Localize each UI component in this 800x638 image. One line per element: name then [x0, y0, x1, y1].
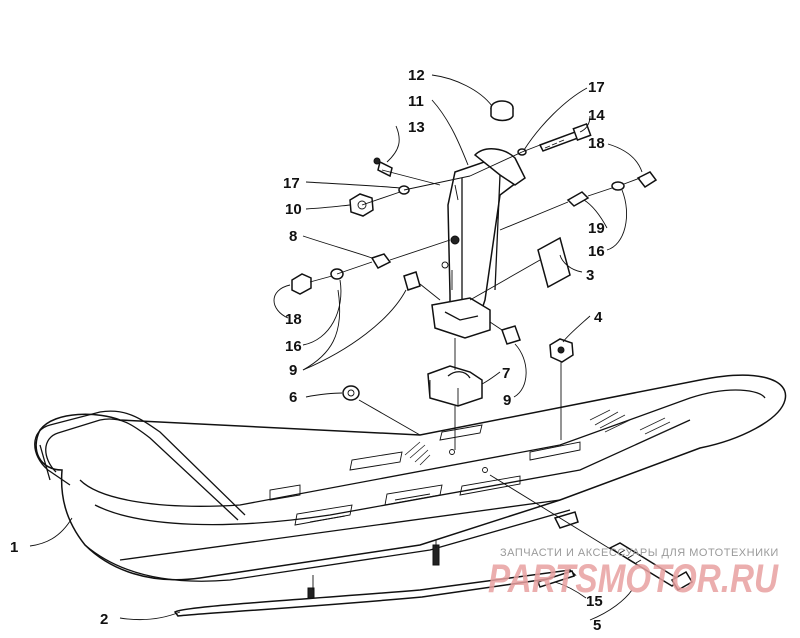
callout-4: 4 [594, 309, 603, 326]
aws-decal: AWS [537, 236, 571, 289]
nut-10 [349, 193, 374, 217]
callout-15: 15 [586, 593, 603, 610]
bolt-14 [538, 123, 592, 152]
spacer-8 [370, 253, 392, 269]
saddle-block [427, 365, 483, 407]
callout-labels: 1 2 3 4 5 6 7 8 9 9 10 11 12 13 14 15 16… [10, 67, 605, 634]
watermark-tagline: ЗАПЧАСТИ И АКСЕССУАРЫ ДЛЯ МОТОТЕХНИКИ [500, 547, 779, 559]
callout-9-left: 9 [289, 362, 297, 379]
callout-8: 8 [289, 228, 297, 245]
callout-11: 11 [408, 93, 424, 110]
bushing-9-right [501, 325, 521, 345]
callout-17-left: 17 [283, 175, 300, 192]
callout-1: 1 [10, 539, 18, 556]
callout-14: 14 [588, 107, 605, 124]
ski-handle-loop [34, 410, 246, 521]
spacer-19 [566, 191, 590, 207]
bushing-16-right [611, 181, 625, 191]
callout-12: 12 [408, 67, 425, 84]
callout-2: 2 [100, 611, 108, 628]
callout-5: 5 [593, 617, 601, 634]
watermark: ЗАПЧАСТИ И АКСЕССУАРЫ ДЛЯ МОТОТЕХНИКИ PA… [488, 547, 779, 601]
callout-16-right: 16 [588, 243, 605, 260]
callout-3: 3 [586, 267, 594, 284]
ski-body [35, 374, 787, 582]
bolt-18-right [636, 171, 658, 188]
leader-lines [29, 74, 643, 621]
runner-wear-bar [173, 511, 579, 617]
long-bolt-5 [608, 542, 694, 592]
lock-nut-4 [549, 338, 574, 363]
grease-fitting [373, 157, 393, 178]
bolt-18-left [291, 273, 312, 295]
spindle-housing [431, 148, 526, 339]
callout-7: 7 [502, 365, 510, 382]
callout-19: 19 [588, 220, 605, 237]
assembly-lines [309, 144, 641, 551]
callout-10: 10 [285, 201, 302, 218]
callout-6: 6 [289, 389, 297, 406]
callout-18-right: 18 [588, 135, 605, 152]
cap [490, 100, 514, 122]
pin-15 [537, 570, 575, 588]
watermark-logo: PARTSMOTOR.RU [488, 557, 779, 601]
bushing-9-left [403, 271, 421, 291]
callout-16-left: 16 [285, 338, 302, 355]
callout-13: 13 [408, 119, 425, 136]
callout-17-right: 17 [588, 79, 605, 96]
nut-6 [342, 385, 360, 401]
callout-18-left: 18 [285, 311, 302, 328]
callout-9-right: 9 [503, 392, 511, 409]
